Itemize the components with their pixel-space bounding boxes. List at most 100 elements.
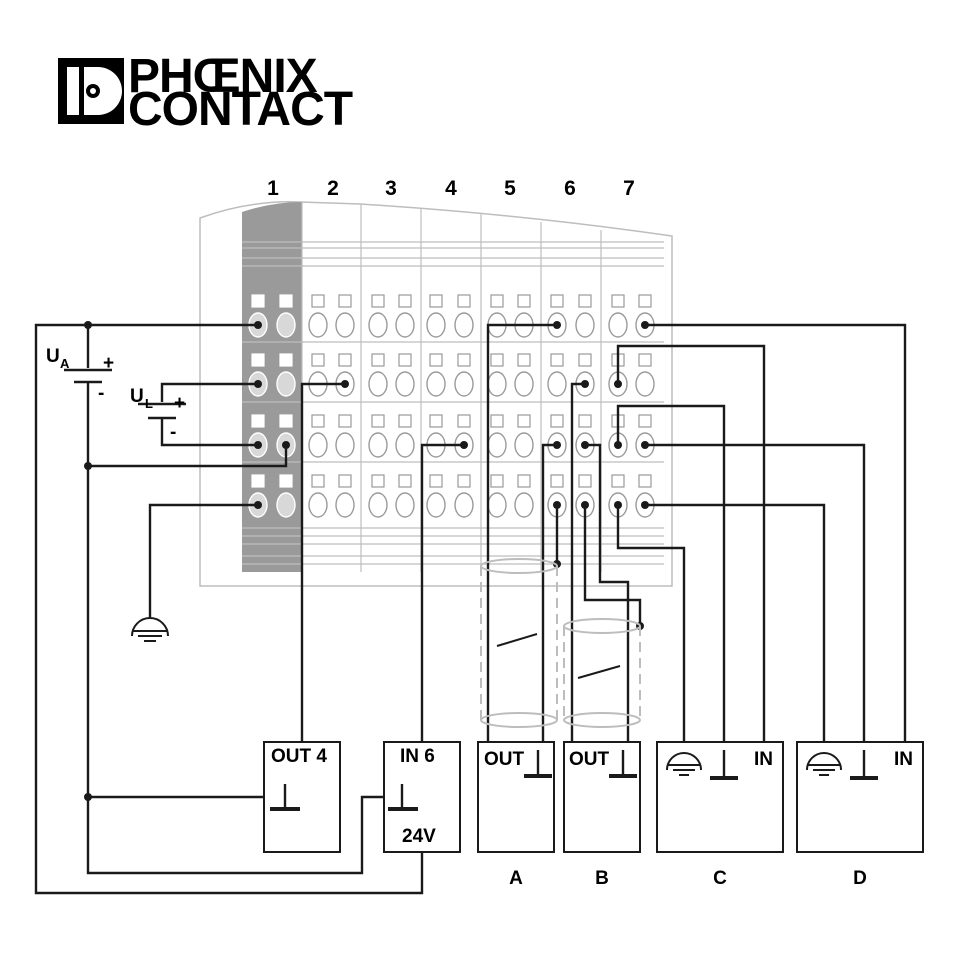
shielded-cable-b (563, 618, 641, 728)
ground-icon (524, 750, 552, 778)
ul-minus: - (170, 422, 176, 443)
terminal-point (308, 492, 328, 518)
terminal-led (251, 294, 265, 308)
ua-label: U (46, 346, 60, 367)
terminal-led (338, 294, 352, 308)
terminal-led (311, 414, 325, 428)
terminal-led (251, 414, 265, 428)
terminal-led (311, 474, 325, 488)
terminal-led (251, 353, 265, 367)
terminal-led (578, 353, 592, 367)
column-number: 1 (267, 177, 279, 200)
in6-voltage: 24V (402, 826, 436, 847)
terminal-led (550, 294, 564, 308)
terminal-point (368, 371, 388, 397)
terminal-led (311, 294, 325, 308)
terminal-point (487, 492, 507, 518)
terminal-led (457, 353, 471, 367)
column-number: 4 (445, 177, 457, 200)
terminal-point (276, 312, 296, 338)
terminal-point (487, 371, 507, 397)
sensor-b-device: OUT B (563, 741, 641, 889)
terminal-led (338, 414, 352, 428)
column-number: 2 (327, 177, 339, 200)
terminal-led (490, 414, 504, 428)
terminal-led (429, 294, 443, 308)
terminal-led (578, 474, 592, 488)
earth-ground-icon (131, 617, 169, 642)
terminal-led (638, 474, 652, 488)
terminal-led (398, 474, 412, 488)
terminal-point (308, 432, 328, 458)
logo-line-2: CONTACT (128, 83, 353, 136)
terminal-point (276, 371, 296, 397)
terminal-point (608, 312, 628, 338)
device-c-in-label: IN (754, 749, 773, 770)
earth-ground-icon (666, 752, 702, 776)
terminal-led (371, 294, 385, 308)
phoenix-contact-logo: PHŒNIX CONTACT (58, 50, 354, 136)
junction-dots (84, 321, 644, 801)
terminal-point (426, 371, 446, 397)
terminal-led (550, 414, 564, 428)
terminal-point (368, 312, 388, 338)
terminal-led (398, 294, 412, 308)
ground-icon (270, 784, 300, 811)
terminal-point (308, 312, 328, 338)
terminal-led (429, 353, 443, 367)
terminal-led (638, 353, 652, 367)
earth-ground-icon (806, 752, 842, 776)
terminal-led (429, 414, 443, 428)
logo-line-1: PHŒNIX (128, 50, 318, 103)
terminal-led (398, 353, 412, 367)
terminal-point (426, 492, 446, 518)
terminal-point (514, 492, 534, 518)
terminal-point (335, 492, 355, 518)
terminal-point (395, 371, 415, 397)
terminal-led (429, 474, 443, 488)
terminal-point (454, 312, 474, 338)
device-d-in-label: IN (894, 749, 913, 770)
terminal-led (550, 474, 564, 488)
ul-label: U (130, 386, 144, 407)
column-numbers: 1 2 3 4 5 6 7 (267, 177, 635, 200)
ua-plus: + (103, 353, 114, 374)
terminal-point (426, 312, 446, 338)
terminal-led (611, 474, 625, 488)
device-letter-d: D (853, 868, 867, 889)
terminal-led (517, 414, 531, 428)
terminal-point (335, 432, 355, 458)
ul-battery-symbol: U L + - (130, 386, 186, 443)
terminal-led (550, 353, 564, 367)
ground-icon (710, 750, 738, 780)
in6-label: IN 6 (400, 746, 435, 767)
device-c: IN C (656, 741, 784, 889)
ground-icon (609, 750, 637, 778)
terminal-led (279, 414, 293, 428)
column-number: 5 (504, 177, 516, 200)
terminal-point (454, 492, 474, 518)
terminal-led (371, 353, 385, 367)
ul-subscript: L (145, 396, 153, 411)
terminal-led (371, 474, 385, 488)
terminal-led (490, 353, 504, 367)
terminal-led (279, 294, 293, 308)
column-number: 6 (564, 177, 576, 200)
terminal-point (547, 371, 567, 397)
terminal-led (279, 353, 293, 367)
ua-minus: - (98, 383, 104, 404)
in6-device: IN 6 24V (383, 741, 461, 853)
terminal-led (338, 474, 352, 488)
device-letter-c: C (713, 868, 727, 889)
device-letter-b: B (595, 868, 609, 889)
terminal-point (514, 432, 534, 458)
terminal-point (635, 371, 655, 397)
terminal-point (276, 492, 296, 518)
device-letter-a: A (509, 868, 523, 889)
terminal-led (638, 414, 652, 428)
terminal-led (611, 294, 625, 308)
shielded-cable-a (480, 558, 558, 728)
terminal-point (368, 492, 388, 518)
column-number: 3 (385, 177, 397, 200)
terminal-point (335, 312, 355, 338)
